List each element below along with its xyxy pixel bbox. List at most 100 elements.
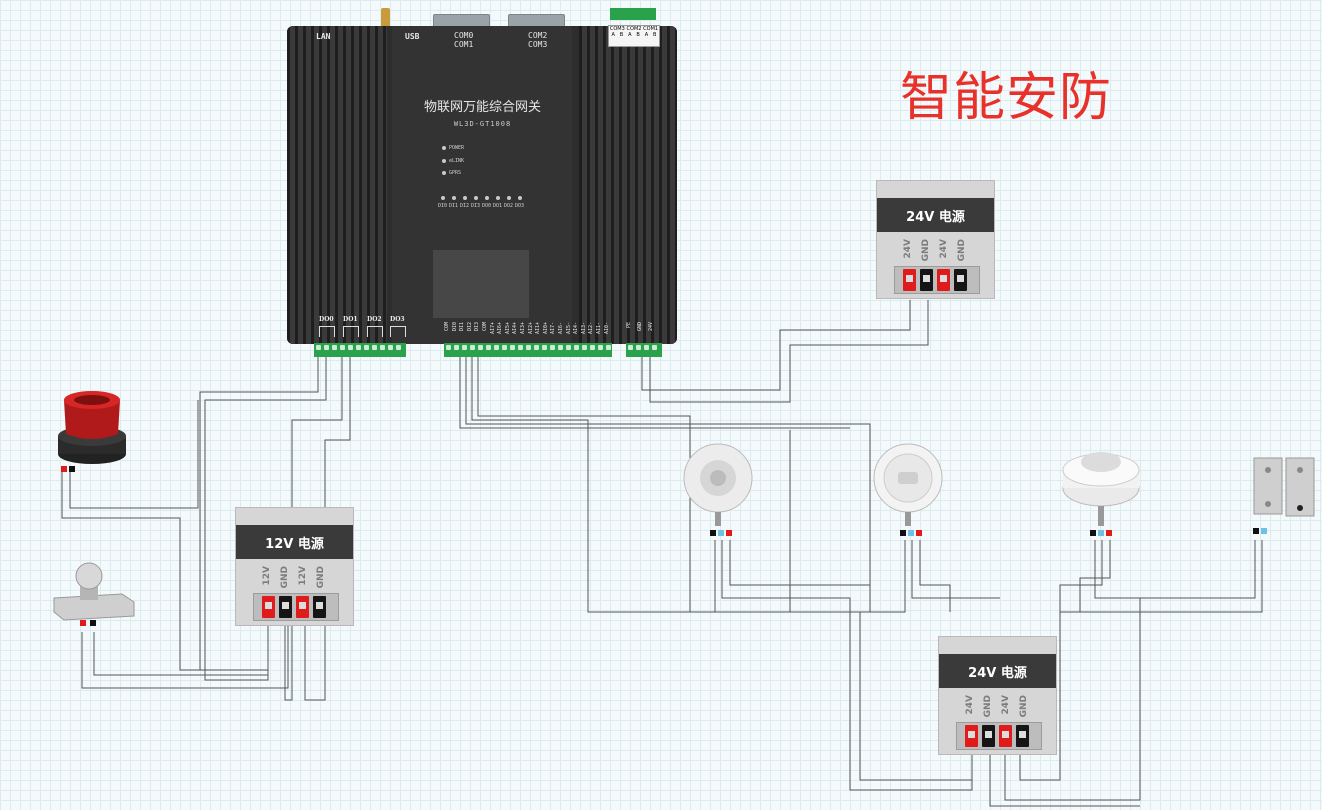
- terminal-slot: [486, 345, 491, 350]
- terminal-slot: [348, 345, 353, 350]
- terminal-slot: [364, 345, 369, 350]
- terminal-slot: [566, 345, 571, 350]
- power-led: [442, 146, 446, 150]
- di-led-label: DI3: [471, 203, 481, 209]
- wire: [477, 356, 691, 612]
- wire: [93, 632, 268, 676]
- di-terminal-label: AI5-: [565, 322, 572, 335]
- terminal-slot: [652, 345, 657, 350]
- usb-label: USB: [405, 32, 420, 41]
- wire: [1079, 540, 1111, 612]
- psu-terminal-positive: [262, 596, 275, 618]
- di-terminal-label: AI5+: [504, 322, 511, 335]
- di-terminal-label: DI3: [474, 322, 481, 332]
- di-terminal-label: AI6-: [558, 322, 564, 335]
- terminal-slot: [644, 345, 649, 350]
- terminal-slot: [372, 345, 377, 350]
- wire: [81, 617, 289, 689]
- terminal-slot: [316, 345, 321, 350]
- psu-terminal-positive: [999, 725, 1012, 747]
- elink-led-label: eLINK: [449, 158, 465, 164]
- psu-terminal-positive: [937, 269, 950, 291]
- psu-terminal-label: 24V: [965, 695, 975, 715]
- di-led: [452, 196, 456, 200]
- psu-terminal-positive: [903, 269, 916, 291]
- gateway: LAN USB COM0 COM1 COM2 COM3 物联网万能综合网关 WL…: [287, 26, 677, 344]
- gprs-led-label: GPRS: [449, 170, 462, 176]
- di-led: [441, 196, 445, 200]
- com0-label: COM0: [454, 31, 474, 40]
- psu-terminal-label: GND: [983, 695, 993, 718]
- psu-terminal-label: GND: [1019, 695, 1029, 718]
- di-led-label: DO3: [515, 203, 525, 209]
- top-terminal-pin-label: A: [611, 32, 615, 38]
- lan-label: LAN: [316, 32, 331, 41]
- do1-label: DO1: [343, 316, 358, 323]
- psu-terminal-negative: [313, 596, 326, 618]
- com1-label: COM1: [454, 40, 474, 49]
- terminal-slot: [340, 345, 345, 350]
- terminal-slot: [332, 345, 337, 350]
- wire: [69, 400, 199, 509]
- do3-label: DO3: [390, 316, 405, 323]
- wire: [721, 540, 973, 791]
- top-terminal-pin-label: A: [628, 32, 632, 38]
- di-terminal-label: AI3+: [520, 322, 526, 335]
- wire: [465, 356, 871, 612]
- di-terminal-label: AI0+: [542, 322, 549, 335]
- top-terminal-pin-label: A: [644, 32, 649, 38]
- psu-terminal-label: 12V: [298, 566, 308, 586]
- psu-terminal-label: 24V: [1001, 695, 1011, 715]
- terminal-slot: [542, 345, 547, 350]
- terminal-slot: [534, 345, 539, 350]
- v24-label: 24V: [648, 322, 654, 332]
- terminal-slot: [574, 345, 579, 350]
- terminal-slot: [454, 345, 459, 350]
- psu-terminal-positive: [296, 596, 309, 618]
- psu-terminal-label: GND: [921, 239, 931, 262]
- do1-relay-symbol: [343, 326, 359, 337]
- di-led: [518, 196, 522, 200]
- di-led-label: DI1: [449, 203, 459, 209]
- door-sensor-icon: [1253, 457, 1315, 534]
- di-terminal-label: DI0: [451, 322, 458, 332]
- do0-label: DO0: [319, 316, 334, 323]
- psu-terminal-negative: [1016, 725, 1029, 747]
- terminal-slot: [526, 345, 531, 350]
- wire: [1059, 540, 1103, 612]
- terminal-slot: [462, 345, 467, 350]
- psu-title: 12V 电源: [236, 525, 353, 559]
- wire: [61, 472, 268, 671]
- psu-24v-top: 24V 电源 24V GND 24V GND: [876, 180, 995, 299]
- di-terminal-label: AI2+: [527, 322, 534, 335]
- power-led-label: POWER: [449, 145, 465, 151]
- di-terminal-label: AI4-: [573, 322, 580, 335]
- di-terminal-label: AI7+: [489, 322, 496, 335]
- terminal-slot: [388, 345, 393, 350]
- di-terminal-label: AI7-: [550, 322, 557, 335]
- di-terminal-strip: [444, 343, 612, 357]
- psu-terminal-label: 24V: [903, 239, 913, 259]
- di-terminal-label: COM: [444, 322, 450, 332]
- wire: [1019, 540, 1263, 781]
- wire: [911, 540, 1000, 599]
- heatsink-right: [579, 26, 677, 344]
- psu-terminal-negative: [982, 725, 995, 747]
- wire: [1004, 540, 1141, 801]
- di-terminal-label: AI1+: [535, 322, 542, 335]
- psu-title: 24V 电源: [939, 654, 1056, 688]
- di-led-label: DO0: [482, 203, 492, 209]
- terminal-slot: [380, 345, 385, 350]
- page-title: 智能安防: [900, 68, 1113, 128]
- terminal-slot: [550, 345, 555, 350]
- di-led: [463, 196, 467, 200]
- terminal-slot: [494, 345, 499, 350]
- di-terminal-label: AI3-: [580, 322, 587, 335]
- button-icon: [53, 562, 135, 626]
- top-terminal-block: [610, 8, 656, 20]
- alarm-light-icon: [58, 391, 126, 472]
- terminal-slot: [510, 345, 515, 350]
- terminal-slot: [606, 345, 611, 350]
